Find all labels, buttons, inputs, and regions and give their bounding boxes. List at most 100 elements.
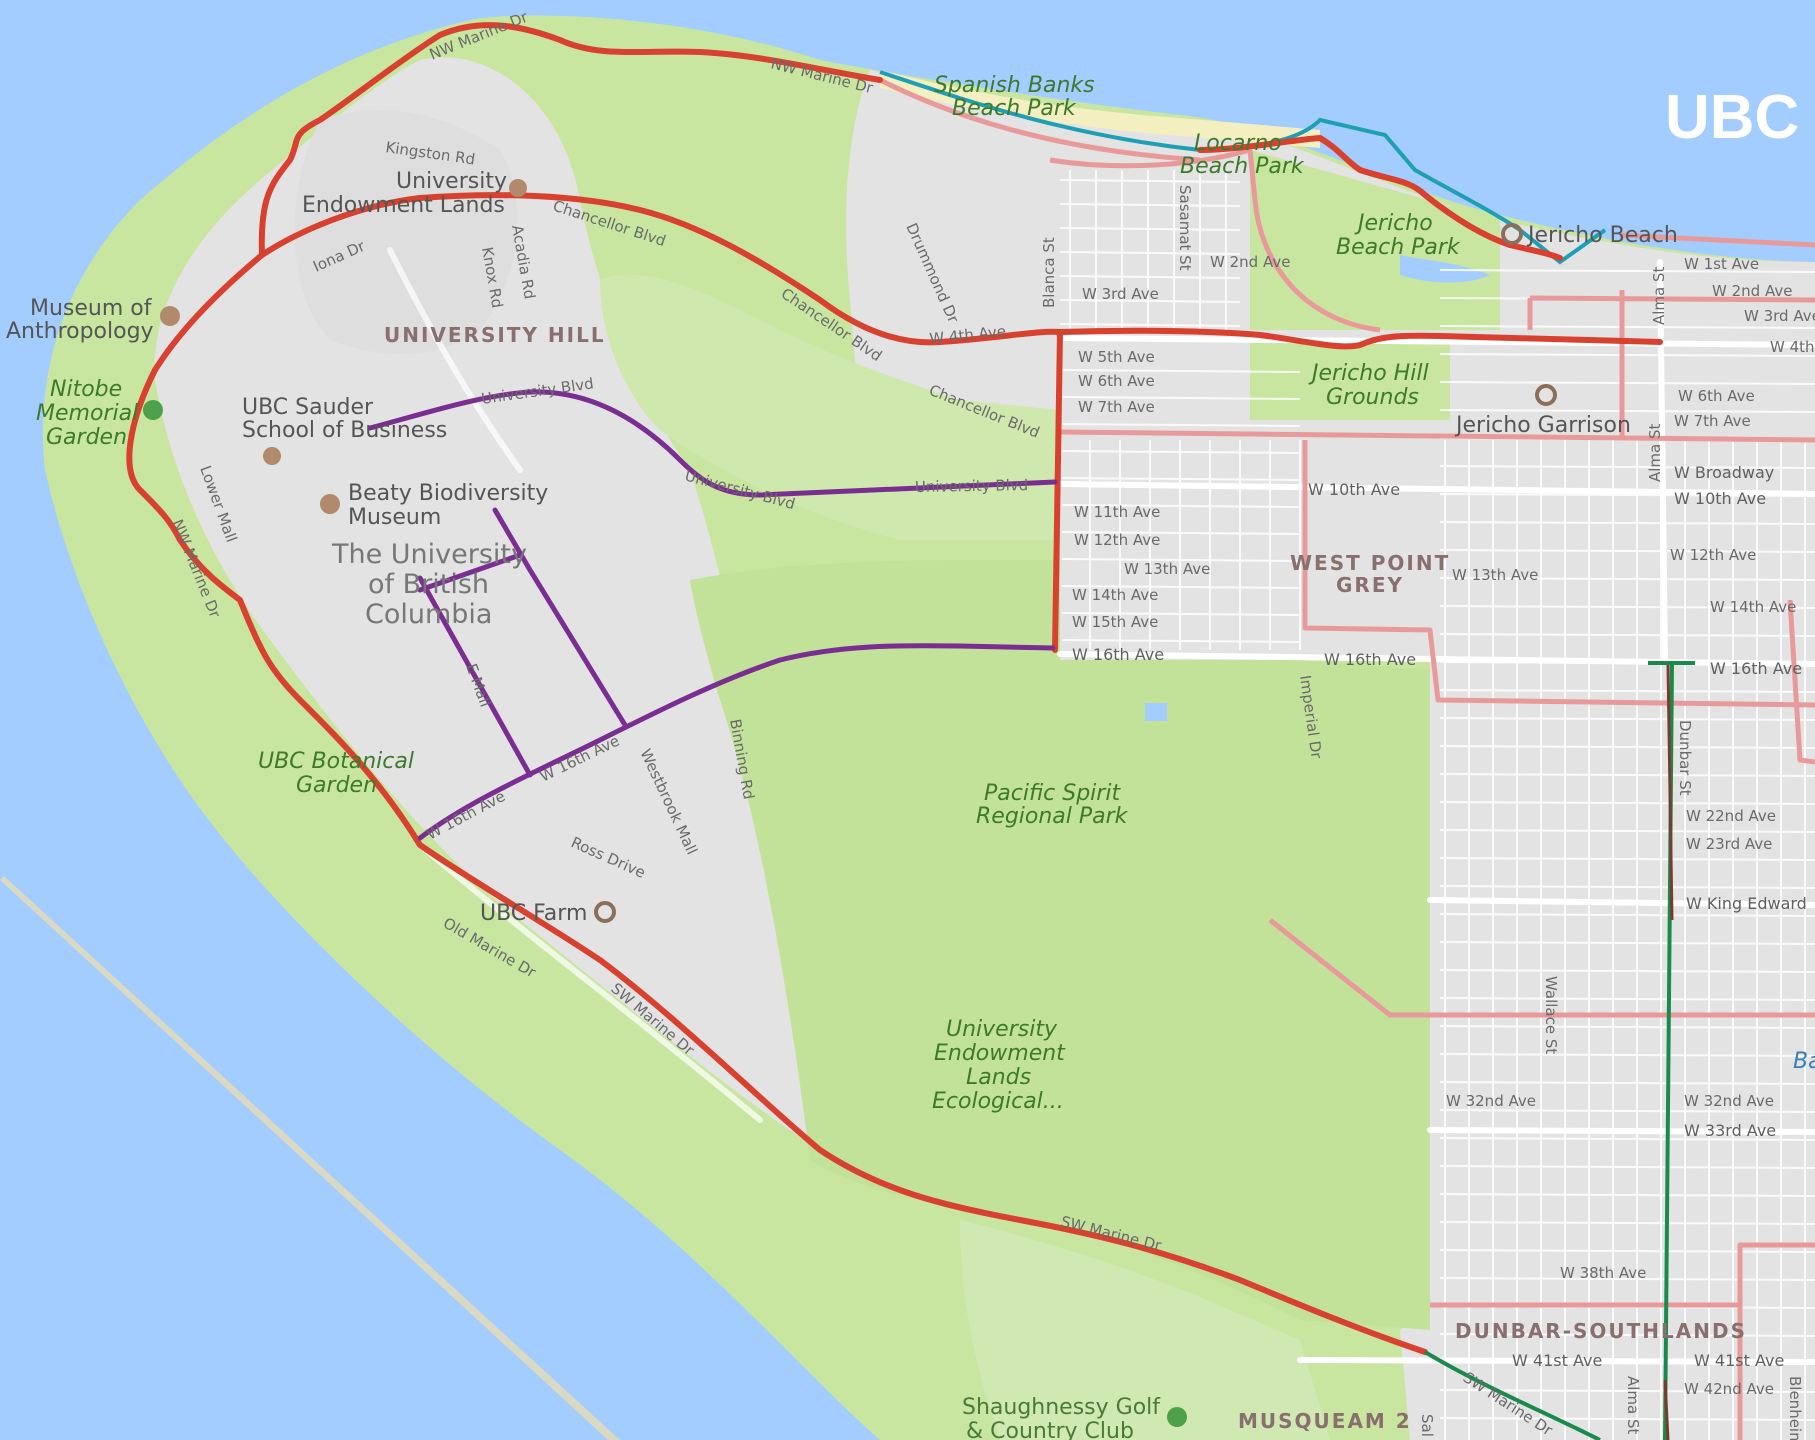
street-w-1st-e: W 1st Ave xyxy=(1684,255,1759,273)
grid-line-east-h xyxy=(1439,689,1815,693)
garden-icon xyxy=(143,400,163,420)
grid-line-east-h xyxy=(1439,605,1815,609)
street-sasamat: Sasamat St xyxy=(1176,185,1194,271)
grid-line-east-h xyxy=(1439,353,1815,357)
street-blanca: Blanca St xyxy=(1040,237,1058,308)
street-w-22nd: W 22nd Ave xyxy=(1686,807,1776,825)
city-urban-area xyxy=(846,70,1815,1440)
street-w-32nd-e: W 32nd Ave xyxy=(1684,1092,1774,1110)
label-beaty-2: Museum xyxy=(348,505,441,530)
label-endowment-2: Endowment Lands xyxy=(302,193,505,218)
campus-urban-area xyxy=(154,57,821,1151)
pink-route-2 xyxy=(1302,440,1815,708)
label-nitobe-2: Memorial xyxy=(36,401,138,426)
label-west-point-grey-2: GREY xyxy=(1336,573,1404,597)
label-jericho-garrison: Jericho Garrison xyxy=(1454,413,1631,438)
grid-line-east-h xyxy=(1439,857,1815,861)
label-spanish-banks-1: Spanish Banks xyxy=(934,73,1095,98)
street-w-13th: W 13th Ave xyxy=(1124,560,1210,578)
grid-line-east-h xyxy=(1439,1417,1815,1421)
grid-line-east-h xyxy=(1439,549,1815,553)
pink-route-7 xyxy=(1268,918,1815,1018)
label-beaty-1: Beaty Biodiversity xyxy=(348,481,548,506)
label-pacific-spirit-2: Regional Park xyxy=(976,804,1129,829)
pink-route-6 xyxy=(1247,149,1381,333)
street-w-12th-e: W 12th Ave xyxy=(1670,546,1756,564)
street-w-33rd: W 33rd Ave xyxy=(1684,1121,1776,1140)
street-w-3rd: W 3rd Ave xyxy=(1082,285,1159,303)
grid-line-north-h xyxy=(1059,227,1241,231)
green-route-marine-sw xyxy=(1423,1350,1601,1440)
label-farm: UBC Farm xyxy=(480,901,587,926)
grid-line-east-h xyxy=(1439,773,1815,777)
grid-line-east-h xyxy=(1439,1137,1815,1141)
label-jericho-hill-2: Grounds xyxy=(1326,385,1419,410)
label-ubc-2: of British xyxy=(368,569,489,600)
label-ecological-3: Lands xyxy=(966,1065,1031,1090)
garrison-pin-icon xyxy=(1535,384,1557,406)
grid-line-east-h xyxy=(1439,577,1815,581)
road-w-king-edward xyxy=(1427,897,1815,908)
jericho-pond xyxy=(1400,255,1490,283)
street-alma-3: Alma St xyxy=(1624,1376,1642,1435)
street-w-king-edward: W King Edward xyxy=(1686,894,1807,913)
street-w-14th: W 14th Ave xyxy=(1072,586,1158,604)
street-w-23rd: W 23rd Ave xyxy=(1686,835,1772,853)
label-locarno-2: Beach Park xyxy=(1180,154,1305,179)
label-nitobe-3: Garden xyxy=(46,425,127,450)
museum-icon-beaty xyxy=(320,494,340,514)
street-w-38th: W 38th Ave xyxy=(1560,1264,1646,1282)
poi-icons xyxy=(143,179,1557,1427)
grid-line-east-h xyxy=(1439,1277,1815,1281)
street-w-16th-e: W 16th Ave xyxy=(1710,659,1802,678)
road-w-33rd xyxy=(1427,1127,1815,1135)
label-ba: Ba xyxy=(1793,1049,1815,1074)
label-jericho-park-2: Beach Park xyxy=(1336,235,1461,260)
street-w-4th-e: W 4th xyxy=(1770,338,1815,356)
grid-line-east-h xyxy=(1439,885,1815,889)
pink-route-4 xyxy=(1529,295,1815,303)
purple-route-university-blvd xyxy=(367,389,1058,498)
street-w-3rd-e: W 3rd Ave xyxy=(1744,307,1815,325)
street-w-10th-e: W 10th Ave xyxy=(1674,489,1766,508)
grid-line-east-h xyxy=(1439,269,1815,273)
street-w-12th: W 12th Ave xyxy=(1074,531,1160,549)
road-w-4th xyxy=(1057,335,1815,348)
street-w-7th: W 7th Ave xyxy=(1078,398,1155,416)
street-w-13th-e: W 13th Ave xyxy=(1452,566,1538,584)
golf-course-area xyxy=(960,1220,1330,1440)
chancellor-green xyxy=(600,274,1060,540)
street-w-41st-w: W 41st Ave xyxy=(1512,1351,1602,1370)
street-w-14th-e: W 14th Ave xyxy=(1710,598,1796,616)
grid-line-north-h xyxy=(1059,251,1241,255)
street-w-broadway: W Broadway xyxy=(1674,463,1774,482)
label-botanical-2: Garden xyxy=(296,773,377,798)
label-ecological-2: Endowment xyxy=(934,1041,1066,1066)
grid-line-wpg-h xyxy=(1061,369,1301,373)
red-routes xyxy=(126,22,1663,1355)
label-ubc-1: The University xyxy=(331,539,527,570)
label-shaughnessy-1: Shaughnessy Golf xyxy=(962,1395,1161,1420)
label-pacific-spirit-1: Pacific Spirit xyxy=(984,781,1121,806)
grid-line-east-h xyxy=(1439,1109,1815,1113)
pink-route-12 xyxy=(1049,147,1251,169)
grid-line-east-h xyxy=(1439,381,1815,385)
grid-line-east-h xyxy=(1439,465,1815,469)
label-musqueam: MUSQUEAM 2 xyxy=(1238,1409,1412,1433)
red-route-chancellor xyxy=(259,192,1663,350)
street-blenheim: Blenheim xyxy=(1786,1376,1804,1440)
street-w-41st-e: W 41st Ave xyxy=(1694,1351,1784,1370)
label-ecological-4: Ecological... xyxy=(932,1089,1064,1114)
label-dunbar: DUNBAR-SOUTHLANDS xyxy=(1455,1319,1747,1343)
street-alma-1: Alma St xyxy=(1650,266,1668,325)
grid-line-north-h xyxy=(1059,323,1241,327)
grid-line-east-h xyxy=(1439,1025,1815,1029)
road-alma xyxy=(1657,259,1668,663)
university-icon xyxy=(509,179,527,197)
grid-line-east-h xyxy=(1439,745,1815,749)
road-w-41st xyxy=(1297,1357,1815,1365)
pink-route-1 xyxy=(1059,429,1815,443)
label-jericho-park-1: Jericho xyxy=(1354,211,1433,236)
map-title: UBC xyxy=(1665,83,1799,152)
